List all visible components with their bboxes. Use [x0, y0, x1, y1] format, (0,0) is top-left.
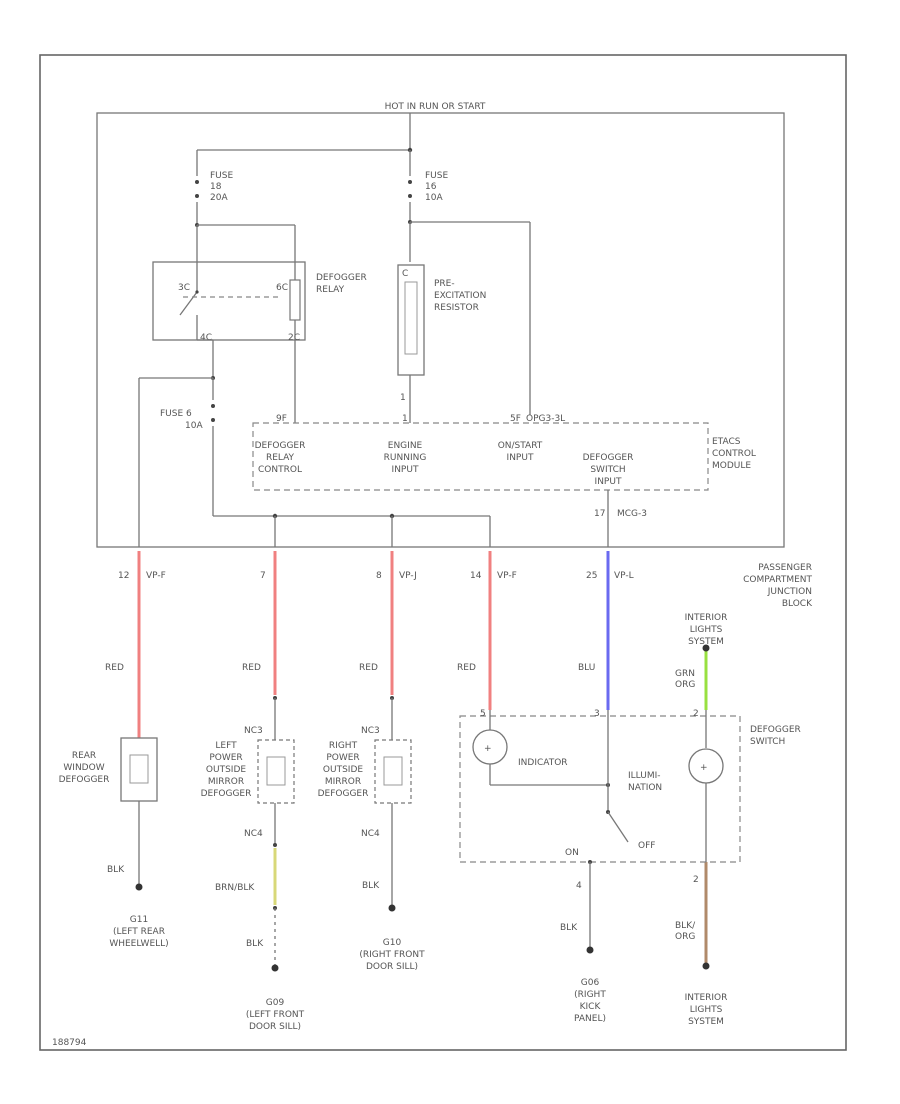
left-mirror-pin-top: NC3 — [244, 726, 263, 736]
label-blk-1: BLK — [107, 865, 125, 875]
label-blk-2: BLK — [246, 939, 264, 949]
relay-pin-4c: 4C — [200, 333, 212, 343]
defogger-switch — [459, 715, 741, 863]
label-blk-4: BLK — [560, 923, 578, 933]
pin-8-conn: VP-J — [399, 571, 417, 581]
svg-text:+: + — [484, 744, 492, 754]
module-conn-1: 1 — [402, 414, 408, 424]
pin-12: 12 — [118, 571, 129, 581]
label-red-4: RED — [457, 663, 476, 673]
right-mirror-defogger — [374, 739, 412, 804]
illumination-label: ILLUMI-NATION — [628, 771, 662, 793]
right-mirror-pin-bottom: NC4 — [361, 829, 380, 839]
pin-14-conn: VP-F — [497, 571, 517, 581]
etacs-module — [252, 422, 709, 491]
relay-pin-6c: 6C — [276, 283, 288, 293]
pre-excitation-resistor — [397, 264, 425, 376]
module-out-conn: MCG-3 — [617, 509, 647, 519]
label-red-1: RED — [105, 663, 124, 673]
module-out-17: 17 — [594, 509, 605, 519]
diagram-frame — [39, 54, 847, 1051]
left-mirror-defogger — [257, 739, 295, 804]
control-box — [96, 112, 785, 548]
module-conn-5f: 5F — [510, 414, 521, 424]
switch-pin-5: 5 — [480, 709, 486, 719]
label-blk-3: BLK — [362, 881, 380, 891]
label-blu: BLU — [578, 663, 595, 673]
label-brn-blk: BRN/BLK — [215, 883, 255, 893]
pin-8: 8 — [376, 571, 382, 581]
defogger-relay — [152, 261, 306, 341]
pin-14: 14 — [470, 571, 482, 581]
pin-25-conn: VP-L — [614, 571, 634, 581]
right-mirror-pin-top: NC3 — [361, 726, 380, 736]
pin-25: 25 — [586, 571, 597, 581]
relay-pin-2c: 2C — [288, 333, 300, 343]
relay-pin-3c: 3C — [178, 283, 190, 293]
switch-off: OFF — [638, 841, 655, 851]
resistor-pin-c: C — [402, 269, 408, 279]
resistor-pin-1: 1 — [400, 393, 406, 403]
switch-on: ON — [565, 848, 579, 858]
left-mirror-pin-bottom: NC4 — [244, 829, 263, 839]
switch-pin-2-bottom: 2 — [693, 875, 699, 885]
switch-pin-4: 4 — [576, 881, 582, 891]
module-conn-opg: OPG3-3L — [526, 414, 565, 424]
pin-12-conn: VP-F — [146, 571, 166, 581]
switch-pin-2-top: 2 — [693, 709, 699, 719]
label-blk-org: BLK/ORG — [675, 921, 696, 942]
switch-pin-3: 3 — [594, 709, 600, 719]
footer-code: 188794 — [52, 1038, 87, 1048]
module-conn-9f: 9F — [276, 414, 287, 424]
top-label: HOT IN RUN OR START — [385, 102, 486, 112]
pin-7: 7 — [260, 571, 266, 581]
rear-window-defogger — [120, 737, 158, 802]
svg-text:+: + — [700, 763, 708, 773]
indicator-label: INDICATOR — [518, 758, 568, 768]
label-red-3: RED — [359, 663, 378, 673]
label-red-2: RED — [242, 663, 261, 673]
